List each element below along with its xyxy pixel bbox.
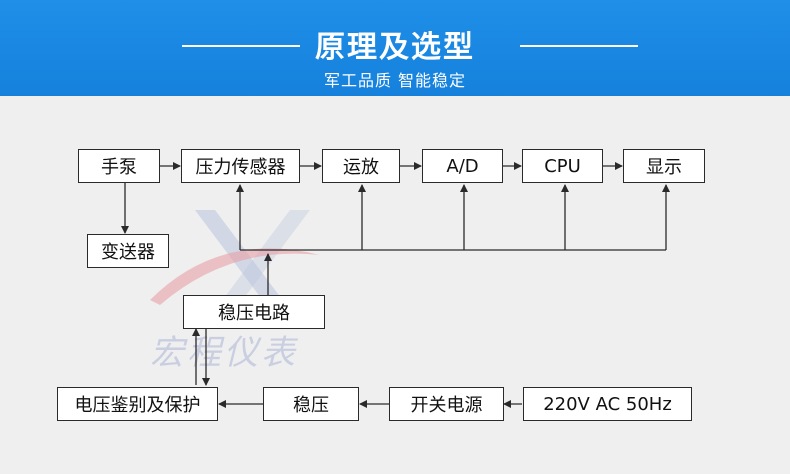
box-transmitter: 变送器 <box>87 234 169 268</box>
box-amplifier: 运放 <box>322 149 400 183</box>
box-regulator: 稳压 <box>263 387 359 421</box>
box-display: 显示 <box>623 149 705 183</box>
watermark-text: 宏程仪表 <box>150 333 298 373</box>
page-subtitle: 军工品质 智能稳定 <box>323 71 467 90</box>
page-title: 原理及选型 <box>315 30 475 65</box>
box-cpu: CPU <box>522 149 603 183</box>
title-divider-left <box>182 45 300 47</box>
box-mains-input: 220V AC 50Hz <box>523 387 692 421</box>
header-banner: 原理及选型 军工品质 智能稳定 <box>0 0 790 96</box>
box-hand-pump: 手泵 <box>78 149 160 183</box>
box-voltage-protection: 电压鉴别及保护 <box>57 387 218 421</box>
box-switch-power: 开关电源 <box>389 387 504 421</box>
title-divider-right <box>520 45 638 47</box>
box-regulator-circuit: 稳压电路 <box>183 295 325 329</box>
box-pressure-sensor: 压力传感器 <box>181 149 300 183</box>
box-ad-converter: A/D <box>422 149 503 183</box>
